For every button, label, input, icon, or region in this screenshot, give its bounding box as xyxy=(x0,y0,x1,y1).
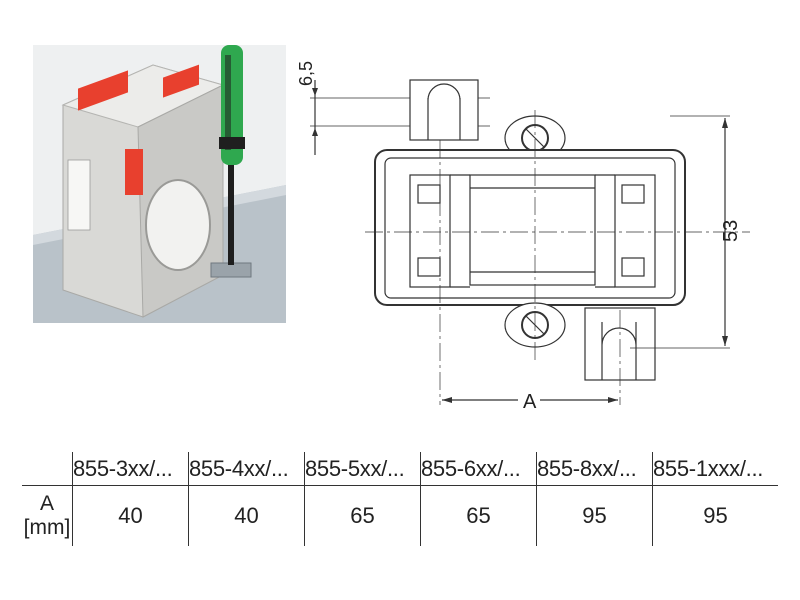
table-header-row: 855-3xx/... 855-4xx/... 855-5xx/... 855-… xyxy=(22,452,778,486)
row-label: A [mm] xyxy=(22,485,73,546)
dim-height: 53 xyxy=(720,220,742,242)
table-header-cell: 855-5xx/... xyxy=(304,452,421,486)
terminal-top-right xyxy=(163,64,199,98)
table-header-cell: 855-4xx/... xyxy=(188,452,305,486)
table-cell: 40 xyxy=(188,485,305,546)
dim-top-offset: 6,5 xyxy=(296,61,316,86)
row-label-name: A xyxy=(39,492,54,515)
row-label-unit: [mm] xyxy=(23,516,71,539)
table-header-cell: 855-3xx/... xyxy=(72,452,189,486)
table-cell: 95 xyxy=(536,485,653,546)
terminal-front xyxy=(125,149,143,195)
table-header-cell: 855-1xxx/... xyxy=(652,452,778,486)
current-transformer-photo xyxy=(33,45,286,323)
table-corner-cell xyxy=(22,452,73,486)
dimension-drawing-svg: 6,5 xyxy=(296,61,750,413)
table-header-cell: 855-8xx/... xyxy=(536,452,653,486)
table-header-cell: 855-6xx/... xyxy=(420,452,537,486)
terminal-top-left xyxy=(78,70,128,111)
table-cell: 65 xyxy=(420,485,537,546)
mounting-foot xyxy=(210,262,252,278)
table-row: A [mm] 40 40 65 65 95 95 xyxy=(22,485,778,546)
table-cell: 65 xyxy=(304,485,421,546)
screwdriver-icon xyxy=(219,45,245,265)
table-cell: 40 xyxy=(72,485,189,546)
primary-aperture xyxy=(145,179,211,271)
dimension-table: 855-3xx/... 855-4xx/... 855-5xx/... 855-… xyxy=(22,452,778,546)
product-photo xyxy=(33,45,286,323)
product-label xyxy=(67,159,91,231)
table-cell: 95 xyxy=(652,485,778,546)
dim-width: A xyxy=(523,391,537,413)
dimension-drawing: 6,5 xyxy=(290,40,770,425)
